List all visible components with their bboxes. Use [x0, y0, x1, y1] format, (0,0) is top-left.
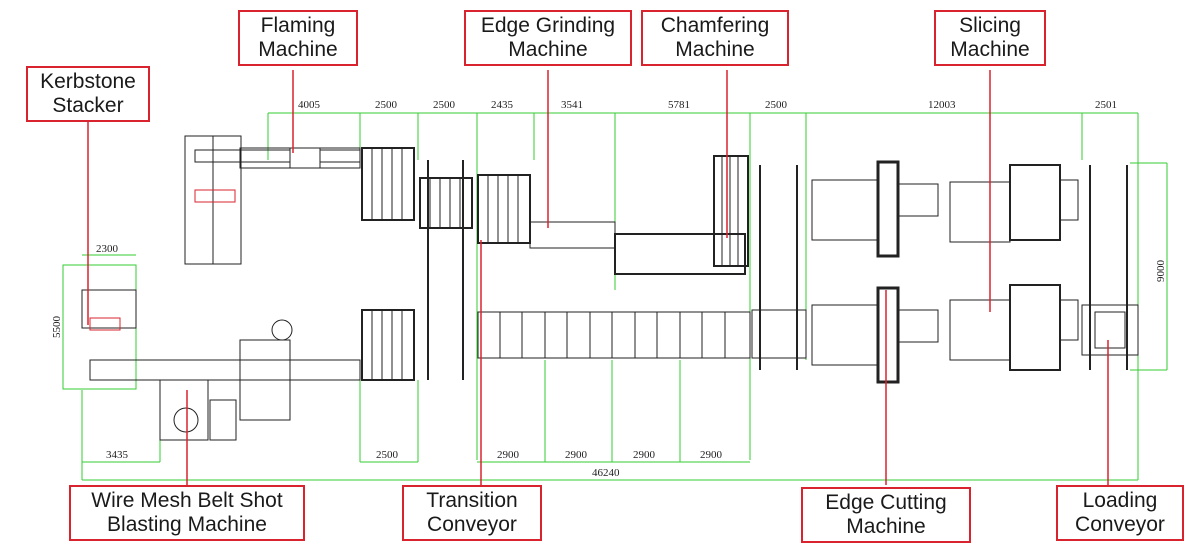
dim-stacker-length: 3435	[106, 449, 129, 461]
leader-lines	[87, 70, 1109, 485]
machine-drawings	[81, 135, 1139, 441]
dim-top-3: 2500	[433, 99, 456, 111]
label-wire-mesh-belt-shot-blasting-machine: Wire Mesh Belt Shot Blasting Machine	[69, 485, 305, 541]
dim-lower-conveyor: 2500	[376, 449, 399, 461]
label-chamfering-machine: Chamfering Machine	[641, 10, 789, 66]
dim-stacker-width: 2300	[96, 243, 119, 255]
dim-transition-3: 2900	[633, 449, 656, 461]
dim-transition-4: 2900	[700, 449, 723, 461]
dimension-lines	[62, 112, 1168, 481]
dimension-texts: 4005 2500 2500 2435 3541 5781 2500 12003…	[51, 99, 1167, 479]
label-edge-grinding-machine: Edge Grinding Machine	[464, 10, 632, 66]
dim-top-8: 12003	[928, 99, 956, 111]
dim-top-5: 3541	[561, 99, 583, 111]
dim-top-2: 2500	[375, 99, 398, 111]
dim-top-6: 5781	[668, 99, 690, 111]
label-loading-conveyor: Loading Conveyor	[1056, 485, 1184, 541]
dim-top-9: 2501	[1095, 99, 1117, 111]
label-flaming-machine: Flaming Machine	[238, 10, 358, 66]
dim-transition-1: 2900	[497, 449, 520, 461]
dim-total-width: 9000	[1155, 260, 1167, 283]
dim-top-7: 2500	[765, 99, 788, 111]
dim-top-4: 2435	[491, 99, 514, 111]
dim-top-1: 4005	[298, 99, 321, 111]
label-slicing-machine: Slicing Machine	[934, 10, 1046, 66]
label-kerbstone-stacker: Kerbstone Stacker	[26, 66, 150, 122]
dim-transition-2: 2900	[565, 449, 588, 461]
label-transition-conveyor: Transition Conveyor	[402, 485, 542, 541]
dim-stacker-height: 5500	[51, 316, 63, 339]
dim-total-length: 46240	[592, 467, 620, 479]
label-edge-cutting-machine: Edge Cutting Machine	[801, 487, 971, 543]
